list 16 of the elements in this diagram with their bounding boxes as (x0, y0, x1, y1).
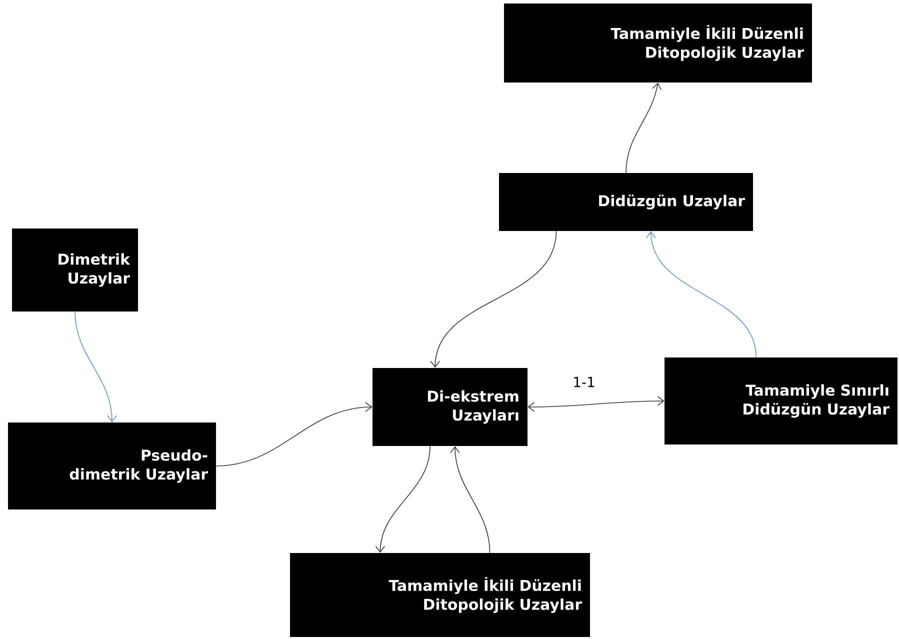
edge-label: 1-1 (574, 376, 594, 388)
text-box: Pseudo-dimetrik Uzaylar (8, 422, 216, 510)
text-box: Di-ekstrem Uzayları (372, 368, 528, 446)
arrow (375, 446, 430, 553)
arrow (528, 396, 664, 412)
arrow (646, 231, 756, 358)
arrow (450, 446, 490, 554)
text-box: Dimetrik Uzaylar (12, 228, 138, 312)
text-box: Tamamiyle Sınırlı Didüzgün Uzaylar (664, 357, 898, 444)
text-box: Tamamiyle İkili Düzenli Ditopolojik Uzaylar (504, 4, 812, 82)
arrow (74, 311, 117, 422)
text-box: Tamamiyle İkili Düzenli Ditopolojik Uzaylar (290, 552, 590, 637)
arrow (626, 82, 662, 174)
arrow (216, 402, 372, 466)
arrow (430, 230, 557, 368)
text-box: Didüzgün Uzaylar (499, 172, 753, 231)
